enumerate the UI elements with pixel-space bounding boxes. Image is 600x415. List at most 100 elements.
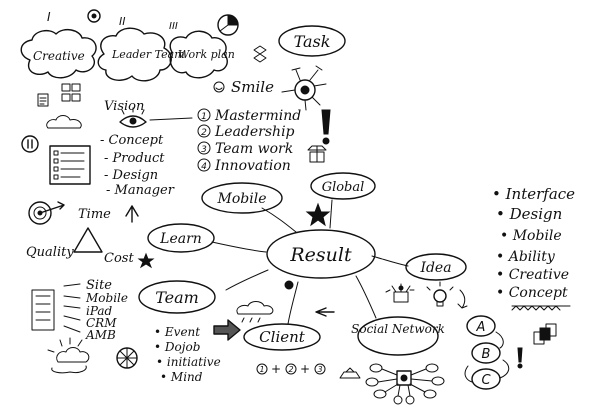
right-bullet-2: • Design bbox=[496, 205, 562, 223]
right-bullet-5: • Creative bbox=[496, 267, 569, 283]
abc-label-a: A bbox=[476, 320, 486, 335]
team-item-2: • Dojob bbox=[154, 340, 200, 354]
social-network-cluster bbox=[365, 363, 445, 405]
connector-learn bbox=[211, 241, 267, 253]
fan-icon bbox=[116, 347, 138, 369]
small-star-icon bbox=[137, 252, 155, 269]
checklist-icon bbox=[49, 145, 91, 185]
numbered-item-3: 3 Team work bbox=[197, 141, 293, 157]
pie-chart-icon bbox=[217, 14, 239, 36]
target-circle-icon bbox=[87, 9, 101, 23]
right-bullet-1: • Interface bbox=[492, 185, 575, 203]
numbered-item-3-text: Team work bbox=[215, 141, 293, 157]
sum-item-2: 2 bbox=[288, 365, 293, 374]
sum-item-3: 3 bbox=[317, 365, 322, 374]
sum-plus-2: + bbox=[300, 362, 310, 376]
numbered-item-2-text: Leadership bbox=[214, 124, 295, 140]
node-idea bbox=[405, 253, 467, 281]
site-item-2: Mobile bbox=[85, 291, 128, 305]
connector-idea bbox=[371, 255, 409, 267]
numbered-item-3-num: 3 bbox=[201, 145, 207, 155]
cloud-creative bbox=[20, 28, 97, 79]
node-idea-label: Idea bbox=[419, 260, 451, 276]
vision-item-1: - Concept bbox=[100, 133, 164, 148]
abc-node-b bbox=[471, 342, 501, 364]
connector-mobile bbox=[261, 207, 297, 233]
document-icon bbox=[37, 93, 49, 107]
triangle-quality: Quality bbox=[26, 245, 74, 260]
numbered-item-4: 4 Innovation bbox=[197, 158, 291, 174]
team-item-3: • initiative bbox=[156, 355, 221, 369]
sum-plus-1: + bbox=[271, 362, 281, 376]
pause-icon bbox=[21, 135, 39, 153]
roman-marker-2: II bbox=[119, 15, 126, 28]
arrow-to-client-icon bbox=[213, 319, 241, 341]
right-bullet-6: • Concept bbox=[496, 285, 568, 301]
roman-marker-3: III bbox=[169, 21, 178, 32]
right-bullet-list: • Interface • Design • Mobile • Ability … bbox=[492, 185, 575, 301]
team-item-4: • Mind bbox=[160, 370, 203, 384]
triangle-cost: Cost bbox=[104, 251, 134, 266]
stacked-cards-icon bbox=[533, 323, 557, 345]
node-team-label: Team bbox=[155, 288, 199, 307]
vision-item-4: - Manager bbox=[106, 183, 175, 198]
exclamation-icon bbox=[321, 109, 331, 145]
numbered-item-1: 1 Mastermind bbox=[197, 108, 301, 124]
vision-connector bbox=[149, 117, 193, 121]
grid-layout-icon bbox=[61, 83, 81, 102]
numbered-item-2-num: 2 bbox=[201, 128, 207, 138]
left-arrow-icon bbox=[315, 307, 335, 317]
node-learn bbox=[147, 223, 215, 253]
rain-cloud-icon bbox=[236, 301, 274, 323]
roman-marker-1: I bbox=[47, 10, 51, 24]
sum-item-1: 1 bbox=[259, 365, 264, 374]
explosion-box-icon bbox=[385, 283, 415, 303]
vision-list: - Concept - Product - Design - Manager bbox=[100, 133, 175, 198]
node-social-network-label: Social Network bbox=[351, 322, 445, 336]
site-list-bracket bbox=[31, 283, 81, 333]
result-connectors bbox=[211, 199, 409, 325]
numbered-item-2: 2 Leadership bbox=[197, 124, 295, 140]
double-exclamation-icon bbox=[517, 347, 523, 369]
abc-label-b: B bbox=[482, 347, 491, 362]
node-mobile bbox=[201, 182, 283, 214]
lightbulb-icon bbox=[426, 281, 454, 307]
numbered-item-4-num: 4 bbox=[201, 162, 207, 172]
abc-node-c bbox=[471, 368, 501, 390]
abc-flow: A B C bbox=[464, 315, 510, 390]
team-item-1: • Event bbox=[154, 325, 200, 339]
connector-global bbox=[329, 199, 333, 229]
task-label: Task bbox=[294, 32, 331, 51]
gift-box-icon bbox=[307, 145, 327, 163]
pencil-scribble-icon bbox=[511, 305, 571, 311]
cloud-work-plan bbox=[169, 30, 228, 79]
numbered-item-4-text: Innovation bbox=[214, 158, 291, 174]
site-item-4: CRM bbox=[86, 316, 117, 330]
cloud-creative-label: Creative bbox=[33, 49, 85, 63]
right-bullet-4: • Ability bbox=[496, 249, 556, 265]
cloud-leader-team-label: Leader Team bbox=[111, 48, 185, 61]
vision-item-3: - Design bbox=[104, 168, 158, 183]
target-icon bbox=[28, 201, 65, 225]
node-client-label: Client bbox=[259, 328, 306, 346]
small-cloud-icon bbox=[46, 115, 82, 129]
star-icon bbox=[305, 202, 331, 227]
numbered-item-1-text: Mastermind bbox=[214, 108, 301, 124]
site-item-5: AMB bbox=[85, 328, 116, 342]
numbered-item-1-num: 1 bbox=[201, 112, 207, 122]
up-arrow-icon bbox=[125, 205, 139, 223]
eye-icon bbox=[119, 107, 147, 128]
cloud-leader-team bbox=[97, 27, 172, 82]
node-result-label: Result bbox=[289, 244, 352, 266]
smile-label: Smile bbox=[231, 78, 274, 96]
node-global bbox=[310, 172, 376, 200]
top-markers: I II III bbox=[47, 9, 239, 36]
vision-label: Vision bbox=[104, 99, 144, 114]
eye-character-icon bbox=[281, 65, 327, 111]
site-list: Site Mobile iPad CRM AMB bbox=[85, 278, 128, 342]
task-bubble bbox=[278, 25, 346, 57]
team-items: • Event • Dojob • initiative • Mind bbox=[154, 325, 221, 384]
triangle-icon bbox=[73, 227, 103, 253]
curved-arrow-icon bbox=[457, 289, 468, 309]
